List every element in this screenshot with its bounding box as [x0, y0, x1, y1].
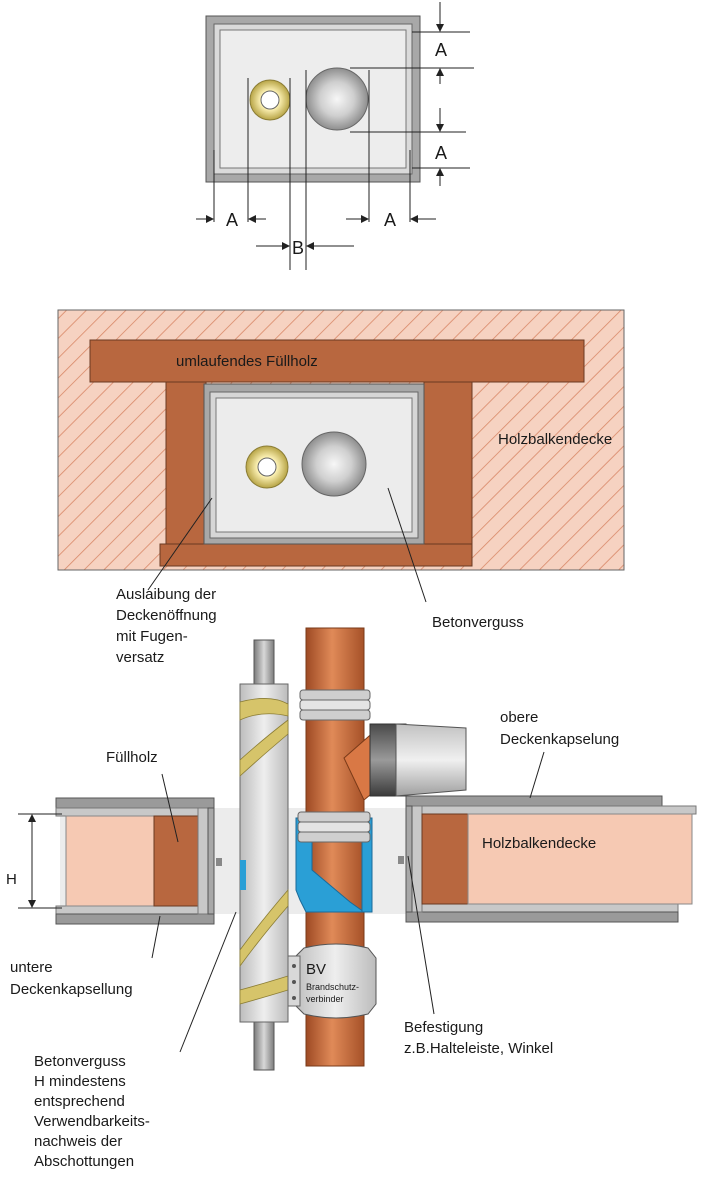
dim-b-bottom: B: [292, 238, 304, 258]
fill-wood-label: umlaufendes Füllholz: [176, 353, 318, 370]
beam-ceiling-label-plan: Holzbalkendecke: [498, 431, 612, 448]
dim-a-bottom-left: A: [226, 210, 238, 230]
section-view: [18, 627, 697, 1071]
dimension-plan: [196, 2, 474, 270]
lower-encapsulation-label: untere Deckenkapsellung: [10, 959, 133, 998]
beam-ceiling-label-section: Holzbalkendecke: [482, 835, 596, 852]
dim-a-right-top: A: [435, 40, 447, 60]
fixing-label: Befestigung z.B.Halteleiste, Winkel: [404, 1019, 553, 1057]
connector-label: Brandschutz- verbinder: [306, 982, 362, 1004]
reveal-label: Auslaibung der Deckenöffnung mit Fugen- …: [116, 586, 221, 666]
height-label: H: [6, 871, 17, 888]
concrete-label-section: Betonverguss H mindestens entsprechend V…: [34, 1053, 154, 1170]
connector-code: BV: [306, 961, 326, 978]
plan-view: [57, 309, 625, 603]
concrete-label-plan: Betonverguss: [432, 614, 524, 631]
fill-wood-label-section: Füllholz: [106, 749, 158, 766]
upper-encapsulation-label: obere Deckenkapselung: [500, 709, 619, 748]
dim-a-bottom-right: A: [384, 210, 396, 230]
dim-a-right-bottom: A: [435, 143, 447, 163]
